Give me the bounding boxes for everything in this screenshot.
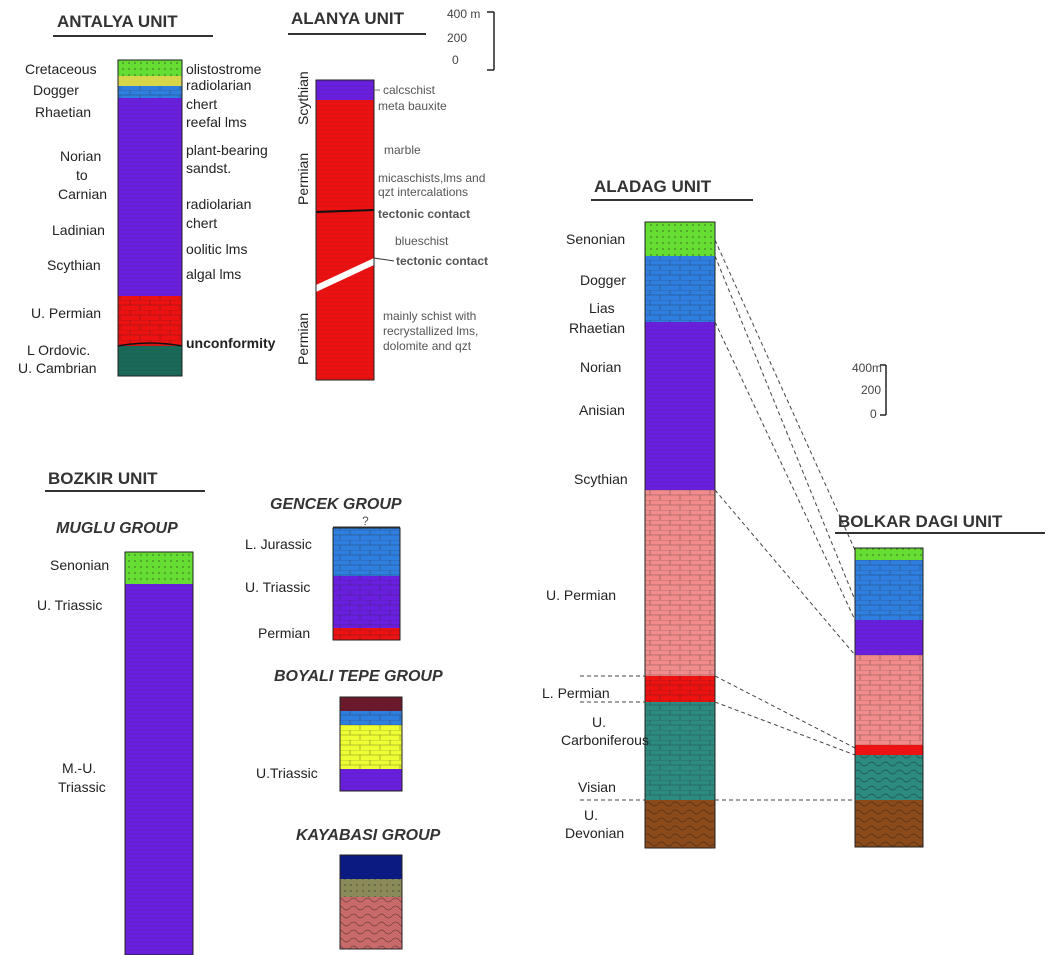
gencek-age-l-jurassic: L. Jurassic: [245, 536, 312, 552]
aladag-age-lias: Lias: [589, 300, 615, 316]
aladag-age-scythian: Scythian: [574, 471, 628, 487]
note-schist-3: dolomite and qzt: [383, 339, 472, 353]
bolkar-unit-title: BOLKAR DAGI UNIT: [838, 512, 1003, 531]
alanya-column: [315, 79, 375, 381]
olistostrome-layer: [118, 76, 182, 86]
lith-chert-2: chert: [186, 215, 217, 231]
aladag-column: [644, 221, 716, 849]
bolkar-column: [854, 547, 924, 848]
lith-reefal-lms: reefal lms: [186, 114, 247, 130]
bozkir-unit: BOZKIR UNIT MUGLU GROUP Senonian U. Tria…: [37, 469, 443, 955]
age-to: to: [76, 167, 88, 183]
muglu-column: [124, 551, 194, 955]
alanya-unit: ALANYA UNIT Permian Scythian Permian cal…: [288, 7, 495, 381]
note-schist-2: recrystallized lms,: [383, 324, 478, 338]
muglu-group-title: MUGLU GROUP: [56, 520, 178, 537]
lith-radiolarian-1: radiolarian: [186, 77, 251, 93]
note-micaschists: micaschists,lms and: [378, 171, 485, 185]
alanya-unit-title: ALANYA UNIT: [291, 9, 405, 28]
alanya-age-permian-upper: Permian: [295, 153, 311, 205]
svg-text:200: 200: [447, 31, 467, 45]
kayabasi-column: [339, 854, 403, 950]
kayabasi-group-title: KAYABASI GROUP: [296, 827, 441, 844]
age-carnian: Carnian: [58, 186, 107, 202]
gencek-question-mark: ?: [362, 514, 369, 528]
age-scythian: Scythian: [47, 257, 101, 273]
note-meta-bauxite: meta bauxite: [378, 99, 447, 113]
age-u-cambrian: U. Cambrian: [18, 360, 97, 376]
aladag-age-senonian: Senonian: [566, 231, 625, 247]
age-rhaetian: Rhaetian: [35, 104, 91, 120]
lith-radiolarian-2: radiolarian: [186, 196, 251, 212]
svg-text:0: 0: [870, 407, 877, 421]
note-marble: marble: [384, 143, 421, 157]
note-blueschist: blueschist: [395, 234, 449, 248]
aladag-age-devonian: Devonian: [565, 825, 624, 841]
svg-text:200: 200: [861, 383, 881, 397]
aladag-age-u: U.: [592, 714, 606, 730]
antalya-unit-title: ANTALYA UNIT: [57, 12, 178, 31]
alanya-age-scythian: Scythian: [295, 71, 311, 125]
aladag-age-anisian: Anisian: [579, 402, 625, 418]
aladag-age-rhaetian: Rhaetian: [569, 320, 625, 336]
gencek-column: [332, 527, 401, 641]
antalya-unit: ANTALYA UNIT Cretaceous Dogger Rhaetian …: [18, 12, 276, 377]
svg-text:0: 0: [452, 53, 459, 67]
boyali-age-u-triassic: U.Triassic: [256, 765, 318, 781]
gencek-age-u-triassic: U. Triassic: [245, 579, 310, 595]
muglu-age-m-u: M.-U.: [62, 760, 96, 776]
age-u-permian: U. Permian: [31, 305, 101, 321]
note-schist-1: mainly schist with: [383, 309, 476, 323]
aladag-age-l-permian: L. Permian: [542, 685, 610, 701]
muglu-age-u-triassic: U. Triassic: [37, 597, 102, 613]
note-calcschist: calcschist: [383, 83, 436, 97]
age-l-ordovic: L Ordovic.: [27, 342, 90, 358]
lith-plant-bearing: plant-bearing: [186, 142, 268, 158]
age-cretaceous: Cretaceous: [25, 61, 97, 77]
muglu-age-triassic: Triassic: [58, 779, 106, 795]
aladag-age-carboniferous: Carboniferous: [561, 732, 649, 748]
lith-oolitic-lms: oolitic lms: [186, 241, 247, 257]
alanya-scale-bar: 400 m 200 0: [447, 7, 495, 71]
svg-text:400 m: 400 m: [447, 7, 480, 21]
aladag-unit-title: ALADAG UNIT: [594, 177, 712, 196]
note-tectonic-contact-2: tectonic contact: [396, 254, 488, 268]
age-dogger: Dogger: [33, 82, 79, 98]
aladag-age-norian: Norian: [580, 359, 621, 375]
note-qzt: qzt intercalations: [378, 185, 468, 199]
bozkir-unit-title: BOZKIR UNIT: [48, 469, 158, 488]
aladag-unit: ALADAG UNIT Senonian Dogger Lias Rhaetia…: [542, 177, 887, 849]
boyali-tepe-column: [339, 696, 403, 792]
svg-text:400m: 400m: [852, 361, 882, 375]
lith-sandst: sandst.: [186, 160, 231, 176]
age-norian: Norian: [60, 148, 101, 164]
aladag-age-dogger: Dogger: [580, 272, 626, 288]
correlation-lines: [580, 239, 856, 801]
muglu-age-senonian: Senonian: [50, 557, 109, 573]
lith-chert-1: chert: [186, 96, 217, 112]
note-tectonic-contact-1: tectonic contact: [378, 207, 470, 221]
bolkar-dagi-unit: BOLKAR DAGI UNIT: [835, 512, 1045, 848]
aladag-age-visian: Visian: [578, 779, 616, 795]
gencek-age-permian: Permian: [258, 625, 310, 641]
lith-olistostrome: olistostrome: [186, 61, 262, 77]
boyali-tepe-group-title: BOYALI TEPE GROUP: [274, 668, 443, 685]
alanya-age-permian-lower: Permian: [295, 313, 311, 365]
aladag-scale-bar: 400m 200 0: [852, 361, 887, 421]
lith-algal-lms: algal lms: [186, 266, 241, 282]
aladag-age-u-permian: U. Permian: [546, 587, 616, 603]
gencek-group-title: GENCEK GROUP: [270, 496, 402, 513]
antalya-column: [117, 59, 183, 377]
aladag-age-u-2: U.: [584, 807, 598, 823]
lith-unconformity: unconformity: [186, 335, 276, 351]
age-ladinian: Ladinian: [52, 222, 105, 238]
